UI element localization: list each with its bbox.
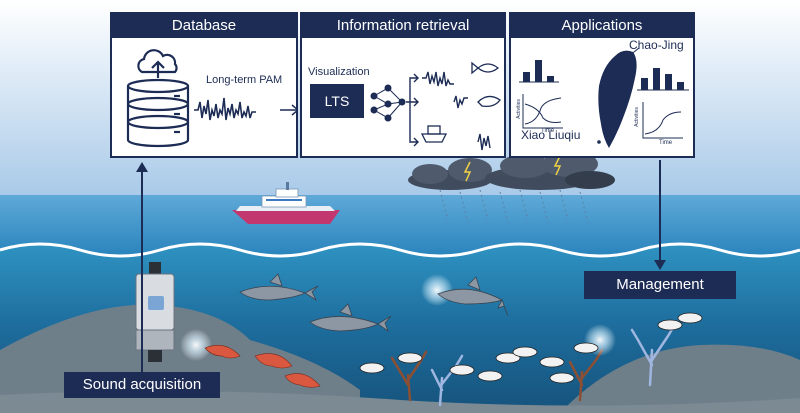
taiwan-map xyxy=(597,50,637,148)
management-box: Management xyxy=(584,271,736,299)
database-panel: Database Long-term PAM xyxy=(110,12,298,158)
shrimp-waveform xyxy=(453,95,468,109)
site-chaojing: Chao-Jing xyxy=(629,38,684,52)
wave-line xyxy=(0,242,800,258)
dolphin xyxy=(239,273,319,302)
database-graphic xyxy=(126,49,296,148)
plot-left-ylabel: Activities xyxy=(515,99,522,119)
ship-icon xyxy=(420,125,448,143)
dolphin xyxy=(437,276,509,317)
activity-plot-right xyxy=(642,102,683,139)
sound-acquisition-box: Sound acquisition xyxy=(64,372,220,398)
seabed-right xyxy=(560,344,800,413)
plot-right-ylabel: Activities xyxy=(633,107,640,127)
retrieval-graphic xyxy=(370,61,501,151)
database-icon xyxy=(126,49,190,148)
database-title: Database xyxy=(112,14,296,38)
bar-chart-left xyxy=(519,60,559,83)
lts-box: LTS xyxy=(310,84,364,118)
neural-network-icon xyxy=(370,84,406,122)
visualization-label: Visualization xyxy=(308,66,370,78)
sound-glow xyxy=(180,329,212,361)
pam-label: Long-term PAM xyxy=(206,74,283,86)
sound-glow xyxy=(421,274,453,306)
activity-plot-left xyxy=(522,94,563,129)
dolphin xyxy=(309,303,392,333)
site-xiaoliuqiu: Xiao Liuqiu xyxy=(521,128,581,142)
chaojing-pointer xyxy=(628,47,640,57)
shrimp-icon xyxy=(477,95,501,108)
plot-right-xlabel: Time xyxy=(659,140,673,146)
applications-panel: Applications xyxy=(509,12,695,158)
plot-left-xlabel: Time xyxy=(541,128,555,134)
pam-waveform xyxy=(194,97,256,121)
retrieval-panel: Information retrieval Visualization LTS xyxy=(300,12,506,158)
striped-fish xyxy=(359,312,703,384)
coral-brown xyxy=(390,348,604,402)
shrimp xyxy=(204,345,321,388)
applications-title: Applications xyxy=(511,14,693,38)
fish-icon xyxy=(471,61,500,75)
hydrophone-recorder xyxy=(135,262,175,362)
retrieval-title: Information retrieval xyxy=(302,14,504,38)
bar-chart-right xyxy=(637,68,689,91)
branch-arrows xyxy=(406,73,419,147)
arrow-to-lts xyxy=(280,104,296,116)
coral-blue xyxy=(430,324,676,407)
applications-graphic xyxy=(519,47,689,148)
fish-waveform xyxy=(422,71,454,87)
ship-waveform xyxy=(477,133,491,151)
research-vessel xyxy=(232,182,340,224)
